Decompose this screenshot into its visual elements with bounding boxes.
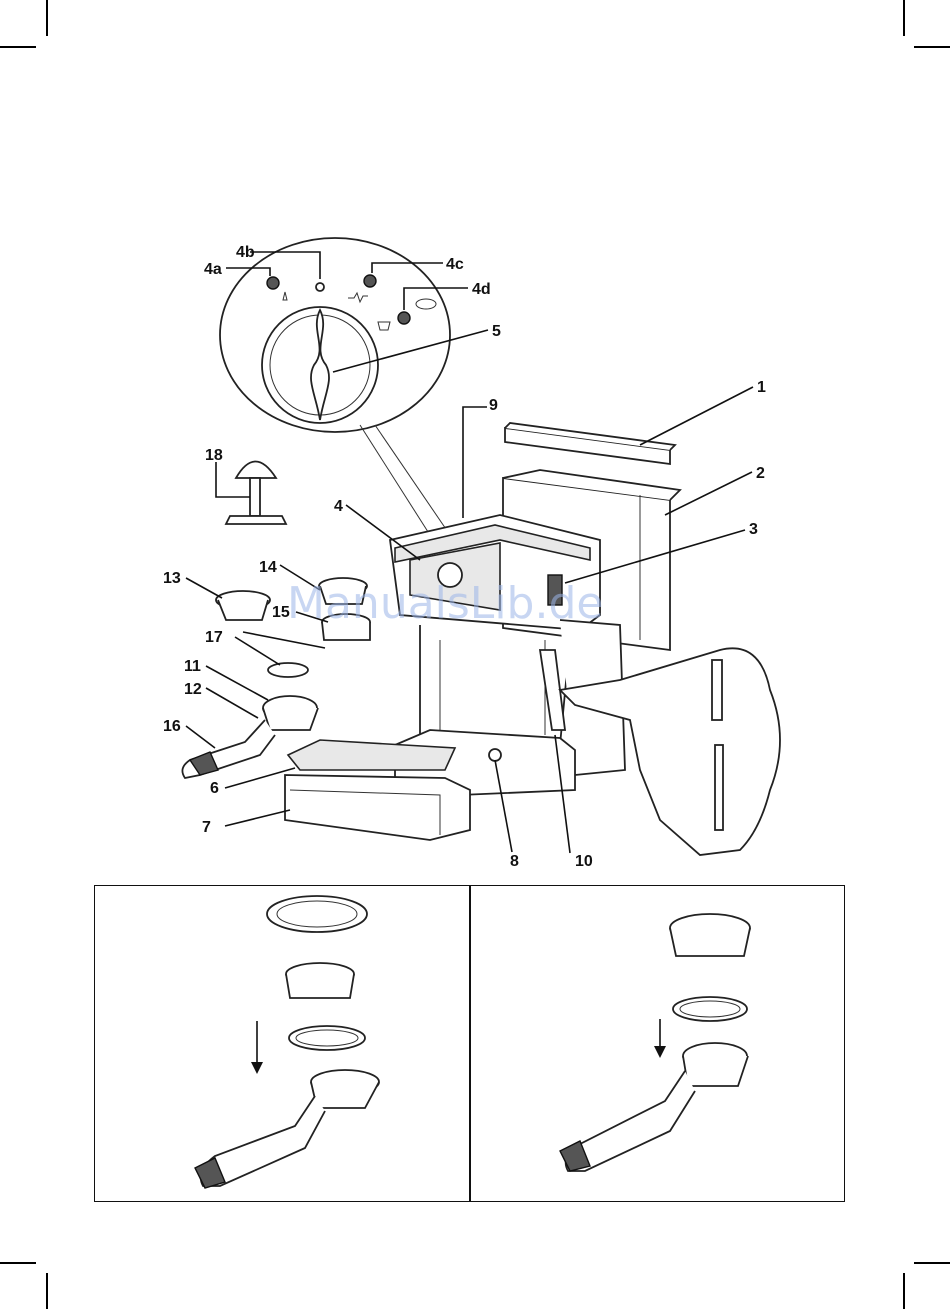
callout-18: 18 [205,447,223,464]
callout-8: 8 [510,853,519,870]
crop-mark-br-h [914,1262,950,1264]
tamper [226,462,286,525]
light-4c [364,275,376,287]
callout-12: 12 [184,681,202,698]
sealing-ring-17 [268,663,308,677]
espresso-machine-diagram: 4b 4a 4c 4d 5 1 9 18 2 4 3 14 13 15 17 1… [0,0,950,880]
water-tank-lid [505,423,675,464]
assembly-panels [94,885,845,1202]
callout-1: 1 [757,379,766,396]
callout-4d: 4d [472,281,491,298]
assembly-panel-single [95,886,469,1203]
callout-4c: 4c [446,256,464,273]
callout-14: 14 [259,559,277,576]
callout-2: 2 [756,465,765,482]
watermark: ManualsLib.de [287,578,603,629]
callout-4: 4 [334,498,343,515]
callout-7: 7 [202,819,211,836]
callout-9: 9 [489,397,498,414]
light-4d [398,312,410,324]
light-4a [267,277,279,289]
callout-13: 13 [163,570,181,587]
callout-4a: 4a [204,261,222,278]
callout-6: 6 [210,780,219,797]
crop-mark-bl-h [0,1262,36,1264]
callout-11: 11 [184,658,201,675]
callout-16: 16 [163,718,181,735]
filter-13 [216,591,270,620]
drip-tray [285,775,470,840]
assembly-panel-double [470,886,845,1203]
callout-10: 10 [575,853,593,870]
callout-4b: 4b [236,244,255,261]
crop-mark-br-v [903,1273,905,1309]
callout-5: 5 [492,323,501,340]
callout-17: 17 [205,629,223,646]
crop-mark-bl-v [46,1273,48,1309]
callout-3: 3 [749,521,758,538]
light-4b [316,283,324,291]
